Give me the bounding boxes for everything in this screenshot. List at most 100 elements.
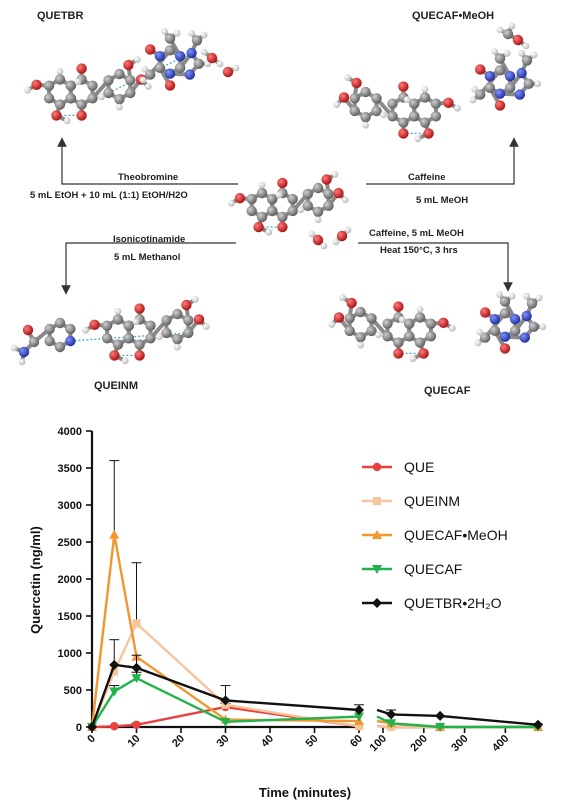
atom-h	[116, 103, 123, 111]
series-line	[376, 708, 539, 726]
atom-h	[10, 344, 18, 352]
atom-h	[341, 196, 349, 204]
atom-c	[382, 318, 393, 329]
atom-c	[287, 193, 298, 205]
atom-c	[125, 87, 136, 99]
atom-c	[382, 331, 393, 342]
atom-h	[320, 242, 328, 250]
atom-h	[344, 74, 351, 81]
atom-o	[76, 110, 87, 121]
atom-h	[380, 111, 387, 119]
atom-h	[375, 331, 382, 339]
atom-h	[333, 101, 341, 108]
atom-o	[312, 234, 324, 246]
atom-n	[184, 69, 195, 80]
atom-c	[484, 82, 496, 94]
atom-c	[323, 200, 334, 212]
atom-h	[518, 49, 525, 57]
atom-n	[174, 50, 186, 62]
x-tick-label: 50	[303, 733, 320, 750]
atom-c	[161, 315, 172, 326]
data-point	[131, 662, 142, 673]
atom-c	[419, 117, 431, 128]
legend-item: QUE	[362, 459, 434, 475]
atom-c	[123, 333, 134, 344]
atom-o	[22, 324, 34, 336]
y-tick-label: 4000	[58, 426, 82, 438]
atom-c	[302, 188, 313, 200]
atom-c	[349, 105, 360, 117]
series-3	[87, 671, 543, 732]
atom-o	[76, 63, 87, 74]
atom-h	[471, 85, 479, 93]
atom-o	[398, 128, 409, 139]
atom-n	[514, 89, 525, 100]
atom-c	[123, 320, 134, 331]
x-axis-title: Time (minutes)	[259, 785, 351, 800]
atom-h	[200, 48, 208, 56]
data-point	[109, 687, 120, 697]
molecule-quecaf-meoh	[333, 22, 542, 143]
atom-c	[43, 80, 55, 91]
atom-n	[65, 335, 76, 347]
atom-c	[419, 92, 431, 103]
condition-caffeine-heat-condition: Heat 150°C, 3 hrs	[380, 245, 458, 256]
atom-o	[51, 110, 62, 121]
atom-c	[266, 205, 278, 217]
atom-c	[54, 74, 66, 85]
atom-h	[534, 80, 542, 88]
atom-c	[65, 93, 76, 104]
atom-c	[164, 45, 176, 56]
atom-h	[403, 96, 411, 104]
atom-c	[103, 87, 114, 99]
atom-h	[308, 230, 316, 238]
atom-h	[121, 357, 129, 365]
atom-c	[360, 112, 371, 123]
atom-c	[87, 80, 98, 91]
atom-h	[414, 135, 422, 143]
atom-c	[414, 312, 426, 323]
atom-c	[371, 93, 382, 104]
atom-h	[416, 306, 424, 313]
atom-o	[393, 301, 404, 312]
atom-c	[371, 105, 382, 117]
y-tick-label: 0	[76, 722, 82, 734]
atom-n	[516, 67, 527, 79]
atom-h	[63, 117, 71, 125]
atom-h	[192, 296, 199, 303]
y-tick-label: 1000	[58, 648, 82, 660]
series-line	[90, 621, 360, 728]
atom-h	[421, 86, 429, 93]
atom-c	[430, 111, 442, 122]
x-tick-label: 40	[259, 733, 276, 750]
atom-c	[404, 331, 415, 342]
atom-c	[509, 325, 521, 337]
atom-c	[172, 334, 183, 345]
atom-c	[112, 314, 124, 325]
atom-c	[499, 296, 511, 307]
data-point	[110, 722, 119, 731]
bond	[483, 311, 507, 340]
molecule-quercetin-hydrate	[228, 171, 352, 250]
y-tick-label: 500	[64, 685, 82, 697]
compound-label-quecaf: QUECAF	[424, 385, 471, 397]
bond	[478, 68, 502, 97]
atom-n	[18, 346, 30, 358]
atom-o	[234, 193, 246, 204]
atom-h	[82, 326, 89, 334]
atom-h	[265, 228, 273, 236]
arrow-to-quecaf	[358, 242, 513, 292]
data-point	[372, 530, 382, 539]
atom-h	[258, 181, 266, 189]
atom-c	[287, 205, 298, 217]
atom-c	[54, 99, 66, 110]
data-point	[110, 667, 119, 676]
atom-h	[344, 226, 352, 234]
atom-c	[409, 98, 420, 109]
atom-o	[336, 230, 348, 242]
atom-h	[332, 238, 340, 246]
atom-h	[297, 206, 305, 214]
condition-theobromine-solvent: 5 mL EtOH + 10 mL (1:1) EtOH/H2O	[30, 190, 188, 201]
atom-c	[145, 320, 156, 331]
